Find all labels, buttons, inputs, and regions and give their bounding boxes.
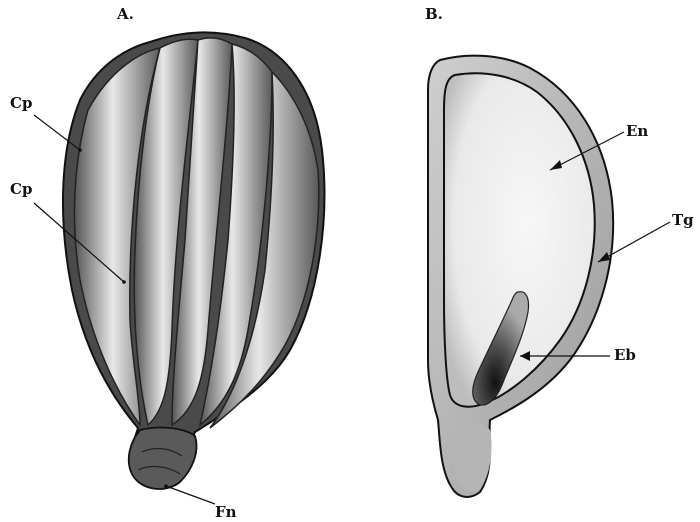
label-tg: Tg	[672, 211, 694, 229]
leader-fn	[166, 486, 215, 504]
leader-tip	[78, 148, 82, 152]
label-en: En	[626, 122, 648, 140]
panel-a-label: A.	[116, 5, 134, 23]
label-eb: Eb	[614, 346, 636, 364]
seed-exterior-figure	[63, 32, 324, 489]
label-cp-mid: Cp	[10, 180, 32, 198]
panel-b-label: B.	[425, 5, 443, 23]
label-cp-top: Cp	[10, 94, 32, 112]
funiculus	[129, 428, 197, 489]
label-fn: Fn	[215, 503, 237, 521]
leader-tip	[122, 280, 126, 284]
seed-section-figure	[428, 56, 613, 497]
leader-tip	[164, 484, 168, 488]
